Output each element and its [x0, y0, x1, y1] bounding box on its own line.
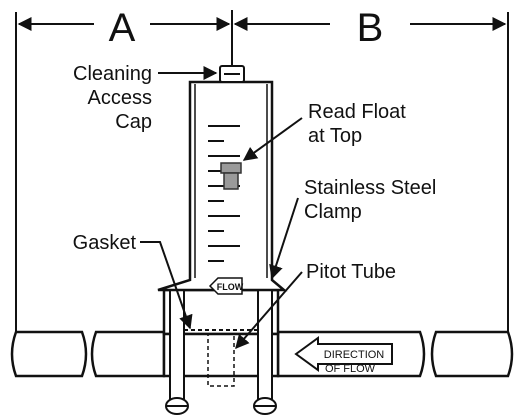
cap-label-line-3: Cap — [115, 111, 152, 133]
clamp-label-line-1: Stainless Steel — [304, 177, 436, 199]
gasket-callout — [140, 241, 193, 330]
float-callout — [242, 117, 303, 161]
stainless-clamp-label: Stainless Steel Clamp — [304, 177, 436, 223]
dimension-a-label: A — [109, 6, 136, 50]
dimension-lines — [15, 10, 509, 340]
tube-edges — [194, 84, 268, 278]
gasket-label: Gasket — [73, 232, 137, 254]
direction-line-1: DIRECTION — [324, 349, 385, 361]
float — [220, 162, 242, 190]
cap-label-line-2: Access — [88, 87, 152, 109]
dimension-b-label: B — [357, 6, 384, 50]
pitot-tube-label: Pitot Tube — [306, 261, 396, 283]
pipe-right-end — [430, 330, 514, 378]
float-label-line-2: at Top — [308, 125, 362, 147]
cleaning-access-cap — [219, 65, 245, 83]
right-clamp-bolt — [257, 289, 273, 401]
cleaning-access-cap-label: Cleaning Access Cap — [73, 63, 152, 133]
float-label-line-1: Read Float — [308, 101, 406, 123]
read-float-label: Read Float at Top — [308, 101, 406, 147]
flow-tag-text: FLOW — [217, 282, 244, 292]
pipe-left-end — [10, 330, 88, 378]
pitot-tube — [207, 333, 235, 387]
pipe-left-section — [90, 330, 166, 378]
direction-line-2: OF FLOW — [325, 363, 376, 375]
callout-lines — [140, 66, 303, 350]
flow-tag: FLOW — [208, 277, 244, 295]
pitot-callout — [235, 271, 303, 350]
clamp-label-line-2: Clamp — [304, 201, 362, 223]
direction-of-flow-arrow: DIRECTION OF FLOW — [294, 336, 393, 375]
cap-label-line-1: Cleaning — [73, 63, 152, 85]
clamp-callout — [269, 197, 299, 280]
